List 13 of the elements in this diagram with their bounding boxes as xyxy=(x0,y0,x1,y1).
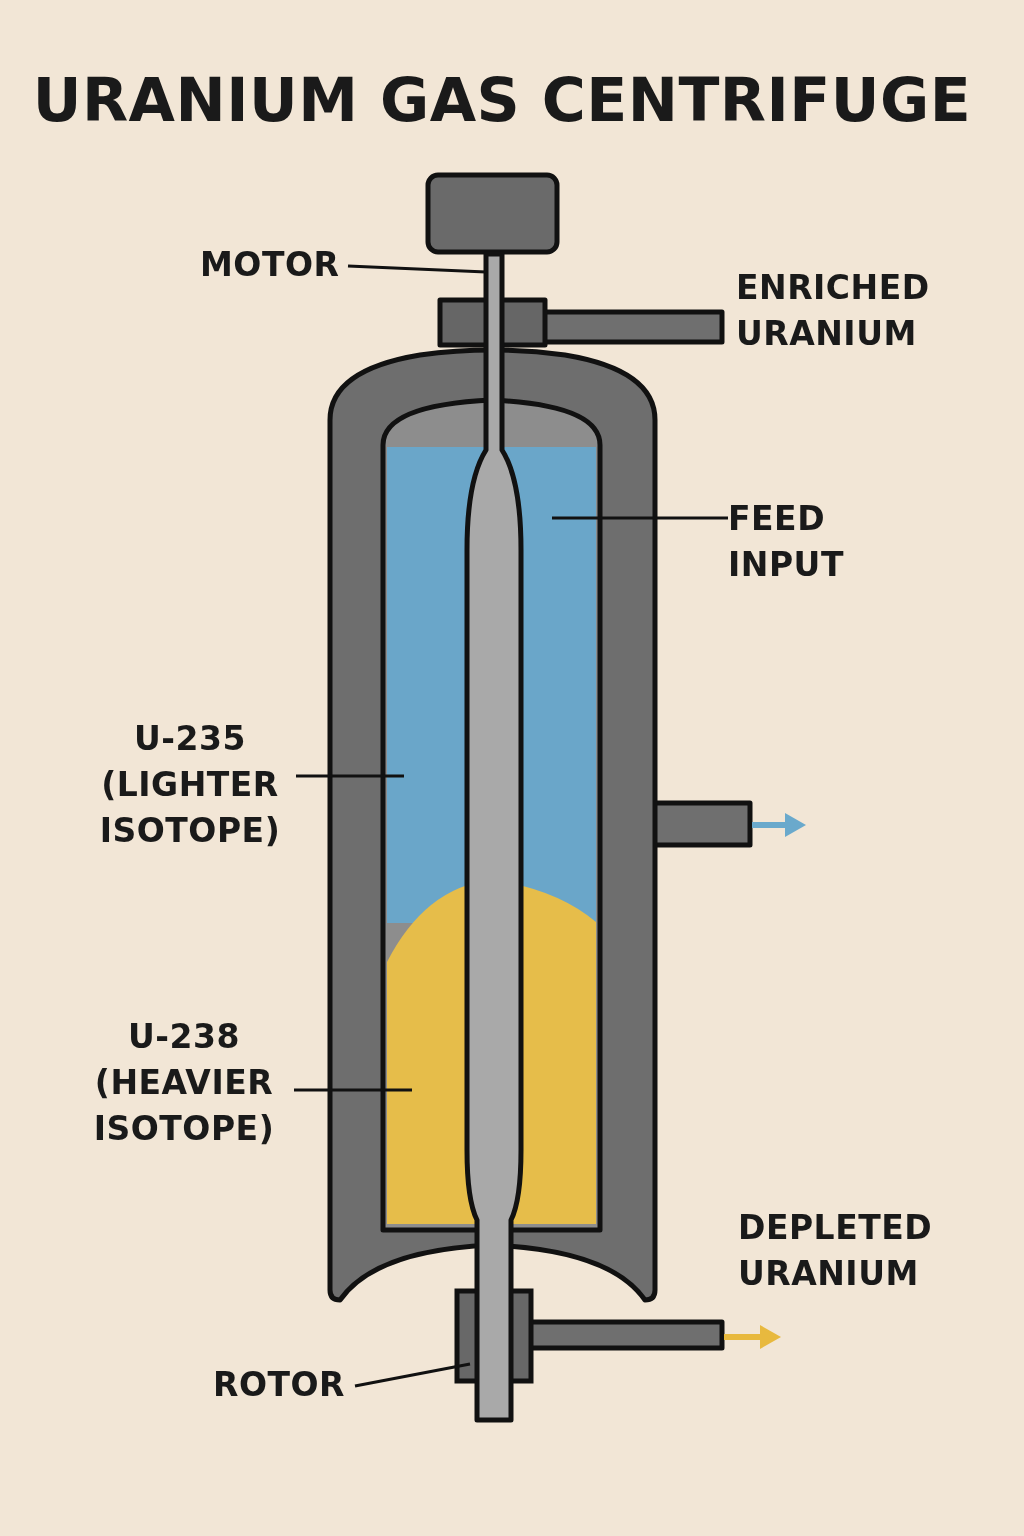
leader-line xyxy=(552,516,728,520)
leader-line xyxy=(354,1362,471,1388)
part-label: U-238 (HEAVIER ISOTOPE) xyxy=(78,1014,290,1152)
outlet-label: DEPLETED URANIUM xyxy=(738,1207,934,1295)
leader-line xyxy=(294,1088,412,1092)
leader-line xyxy=(347,264,487,274)
diagram-title: URANIUM GAS CENTRIFUGE xyxy=(31,64,973,137)
part-label: ROTOR xyxy=(213,1362,353,1410)
part-label: FEED INPUT xyxy=(728,496,868,588)
leader-line xyxy=(296,774,404,778)
part-label: U-235 (LIGHTER ISOTOPE) xyxy=(88,716,292,854)
part-label: MOTOR xyxy=(200,242,348,290)
outlet-label: ENRICHED URANIUM xyxy=(736,267,931,355)
